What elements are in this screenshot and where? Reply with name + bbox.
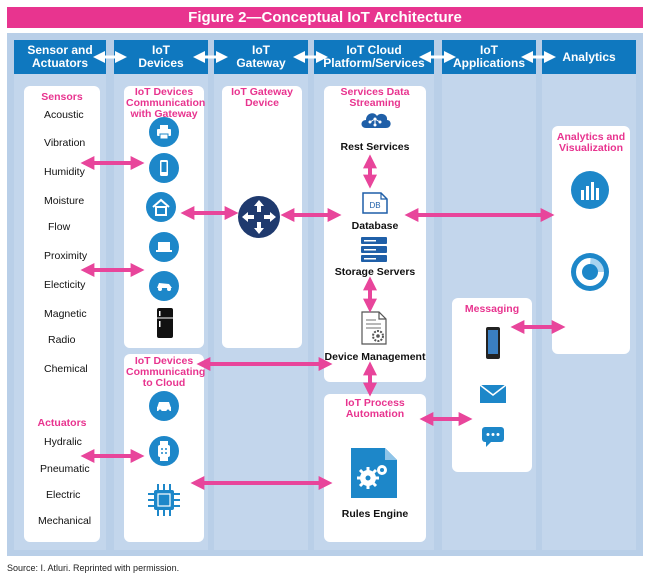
home-icon [146, 192, 176, 222]
analytics-panel [552, 126, 630, 354]
header-sensors: Sensor and Actuators [14, 40, 106, 74]
phone-icon [149, 153, 179, 183]
actuators-heading: Actuators [37, 417, 87, 429]
donut-chart-icon [570, 252, 610, 297]
rules-engine-icon [349, 446, 399, 505]
actuator-item: Hydralic [44, 436, 82, 448]
gateway-title: IoT Gateway Device [231, 86, 293, 109]
sensor-item: Moisture [44, 195, 85, 207]
laptop-icon [149, 232, 179, 262]
header-applications-label: IoT Applications [452, 43, 525, 70]
header-devices-label: IoT Devices [138, 43, 184, 70]
header-cloud: IoT Cloud Platform/Services [314, 40, 434, 74]
network-icon [358, 108, 392, 137]
sensor-item: Humidity [44, 166, 85, 178]
services-title: Services Data Streaming [340, 86, 410, 109]
database-icon: DB [361, 191, 389, 220]
car-icon [149, 271, 179, 301]
header-cloud-label: IoT Cloud Platform/Services [323, 43, 425, 70]
db-glyph: DB [369, 201, 380, 210]
storage-servers-label: Storage Servers [334, 266, 416, 278]
header-applications: IoT Applications [442, 40, 536, 74]
header-gateway: IoT Gateway [214, 40, 308, 74]
messaging-title: Messaging [464, 303, 520, 315]
sensor-item: Electicity [44, 279, 86, 291]
source-caption: Source: I. Atluri. Reprinted with permis… [7, 563, 180, 573]
device-management-label: Device Management [324, 351, 426, 363]
header-analytics: Analytics [542, 40, 636, 74]
header-analytics-label: Analytics [562, 49, 616, 64]
router-icon [237, 195, 281, 244]
document-gear-icon [359, 310, 389, 351]
printer-icon [149, 117, 179, 147]
header-sensors-label: Sensor and Actuators [27, 43, 93, 70]
header-devices: IoT Devices [114, 40, 208, 74]
watch-icon [149, 436, 179, 466]
car-icon [149, 391, 179, 421]
chat-icon [481, 426, 505, 453]
chip-icon [146, 482, 182, 523]
actuator-item: Pneumatic [40, 463, 90, 475]
bar-chart-icon [570, 170, 610, 215]
actuator-item: Electric [46, 489, 81, 501]
header-gateway-label: IoT Gateway [236, 43, 286, 70]
fridge-icon [156, 307, 174, 344]
smartphone-icon [485, 326, 501, 365]
process-automation-title: IoT Process Automation [345, 397, 405, 420]
database-label: Database [351, 220, 399, 232]
sensor-item: Proximity [44, 250, 88, 262]
actuator-item: Mechanical [38, 515, 92, 527]
analytics-title: Analytics and Visualization [556, 131, 626, 154]
devices-cloud-title: IoT Devices Communicating to Cloud [126, 355, 206, 389]
sensor-item: Acoustic [44, 109, 84, 121]
sensor-item: Vibration [44, 137, 86, 149]
email-icon [479, 384, 507, 409]
sensor-item: Magnetic [44, 308, 87, 320]
rest-services-label: Rest Services [340, 141, 410, 153]
sensor-item: Radio [48, 334, 76, 346]
devices-gateway-title: IoT Devices Communication with Gateway [126, 86, 206, 120]
figure-title: Figure 2—Conceptual IoT Architecture [7, 7, 643, 28]
sensors-heading: Sensors [41, 91, 83, 103]
sensor-item: Flow [48, 221, 71, 233]
rules-engine-label: Rules Engine [341, 508, 409, 520]
server-icon [359, 236, 389, 269]
sensor-item: Chemical [44, 363, 88, 375]
